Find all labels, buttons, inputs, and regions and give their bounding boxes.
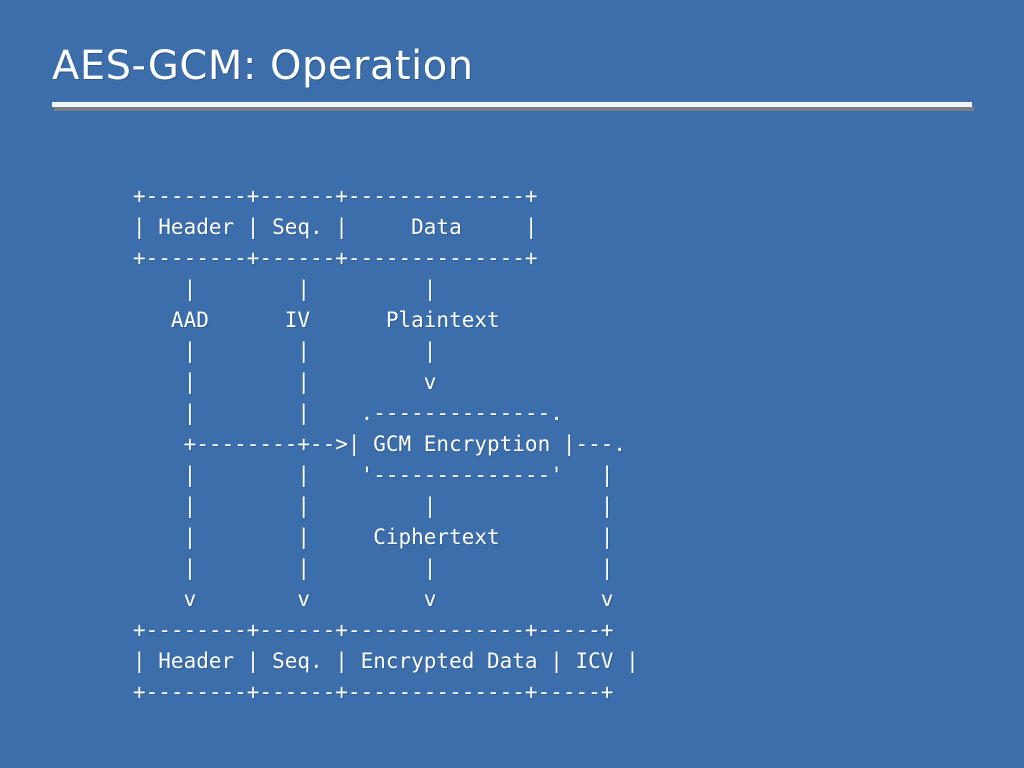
ascii-line-ciphertext-row: | | Ciphertext | (133, 525, 614, 549)
ascii-line-input-top-border: +--------+------+--------------+ (133, 184, 538, 208)
title-block: AES-GCM: Operation (52, 40, 974, 120)
page-title: AES-GCM: Operation (52, 43, 474, 89)
aes-gcm-ascii-diagram: +--------+------+--------------+ | Header… (133, 181, 639, 708)
ascii-line-stem-row-1: | | | (133, 277, 437, 301)
ascii-line-proc-arrow-row: +--------+-->| GCM Encryption |---. (133, 432, 627, 456)
ascii-line-input-fields-row: | Header | Seq. | Data | (133, 215, 538, 239)
ascii-line-output-bottom-border: +--------+------+--------------+-----+ (133, 680, 614, 704)
ascii-line-stem-row-4: | | | | (133, 494, 614, 518)
ascii-line-proc-bottom-border: | | '--------------' | (133, 463, 614, 487)
title-rule-shadow (54, 107, 974, 111)
ascii-line-stem-row-2: | | | (133, 339, 437, 363)
ascii-line-output-fields-row: | Header | Seq. | Encrypted Data | ICV | (133, 649, 639, 673)
ascii-line-input-bottom-border: +--------+------+--------------+ (133, 246, 538, 270)
ascii-line-arrowheads-row: v v v v (133, 587, 614, 611)
title-rule-highlight (52, 102, 972, 107)
ascii-line-signal-labels-row: AAD IV Plaintext (133, 308, 500, 332)
ascii-line-proc-top-border: | | .--------------. (133, 401, 563, 425)
ascii-line-stem-row-5: | | | | (133, 556, 614, 580)
ascii-line-output-top-border: +--------+------+--------------+-----+ (133, 618, 614, 642)
ascii-line-stem-row-3: | | v (133, 370, 437, 394)
title-underline-rule (52, 102, 974, 111)
